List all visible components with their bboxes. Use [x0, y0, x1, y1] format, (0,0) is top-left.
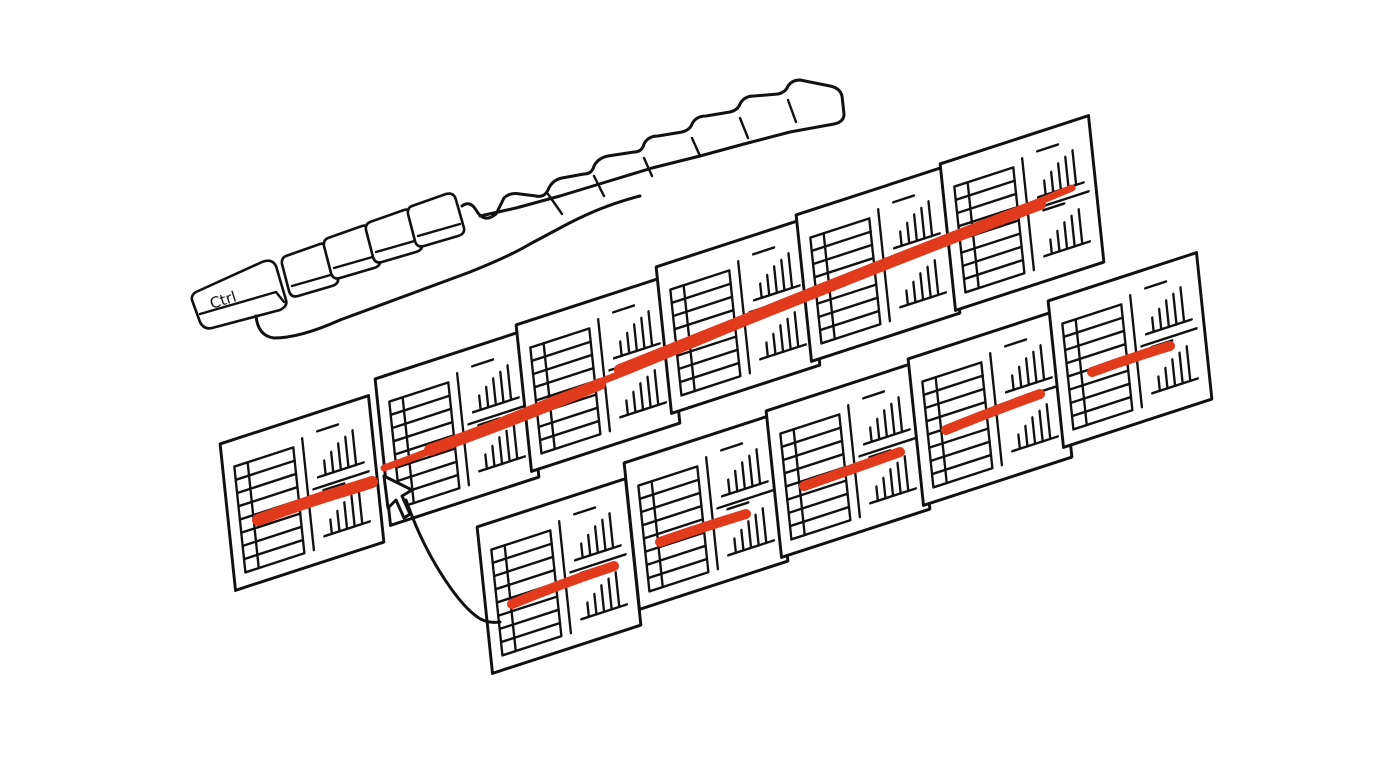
ctrl-key[interactable]: Ctrl [190, 259, 288, 330]
bar-chart-icon [1144, 280, 1193, 336]
sheet-3[interactable] [514, 275, 682, 473]
bar-chart-icon [612, 304, 661, 360]
bar-chart-icon [471, 358, 520, 414]
key-4[interactable] [406, 192, 466, 248]
table-icon [388, 381, 461, 509]
bar-chart-icon [720, 442, 769, 498]
highlight-sheet-9 [799, 447, 905, 491]
table-icon [529, 327, 602, 455]
bar-chart-icon [752, 246, 801, 302]
sheet-7[interactable] [475, 477, 643, 675]
sheet-8[interactable] [622, 413, 790, 611]
arrow-cursor-icon [382, 474, 414, 520]
highlight-sheet-10 [941, 389, 1045, 435]
sheet-9[interactable] [764, 361, 932, 559]
keyboard-row: Ctrl [190, 78, 846, 340]
sheet-11[interactable] [1046, 251, 1214, 449]
bar-chart-icon [573, 506, 622, 562]
bar-chart-icon [726, 501, 776, 557]
sheet-2[interactable] [373, 329, 541, 527]
highlight-band-top-row-thick-2 [614, 198, 1046, 376]
bar-chart-icon [316, 423, 365, 479]
keyboard-connector [254, 194, 642, 340]
key-1[interactable] [280, 242, 340, 298]
function-key-strip [460, 78, 846, 220]
bar-chart-icon [758, 305, 808, 361]
highlight-sheet-8 [655, 509, 751, 547]
highlight-sheet-11 [1087, 341, 1175, 377]
table-icon [637, 465, 710, 593]
bar-chart-icon [862, 390, 911, 446]
table-icon [779, 413, 852, 541]
bar-chart-icon [477, 417, 527, 473]
bar-chart-icon [1042, 202, 1092, 258]
selection-highlights [252, 184, 1175, 609]
sheet-4[interactable] [654, 217, 822, 415]
cursor-group [382, 474, 502, 624]
sheet-1[interactable] [218, 394, 386, 592]
bar-chart-icon [892, 194, 941, 250]
highlight-sheet-1 [252, 476, 378, 526]
sheet-grid [218, 114, 1214, 675]
highlight-sheet-7 [507, 561, 619, 609]
bar-chart-icon [618, 363, 668, 419]
bar-chart-icon [1004, 338, 1053, 394]
highlight-band-top-row-thick [424, 378, 606, 456]
bar-chart-icon [322, 482, 372, 538]
return-arrow [404, 498, 502, 624]
